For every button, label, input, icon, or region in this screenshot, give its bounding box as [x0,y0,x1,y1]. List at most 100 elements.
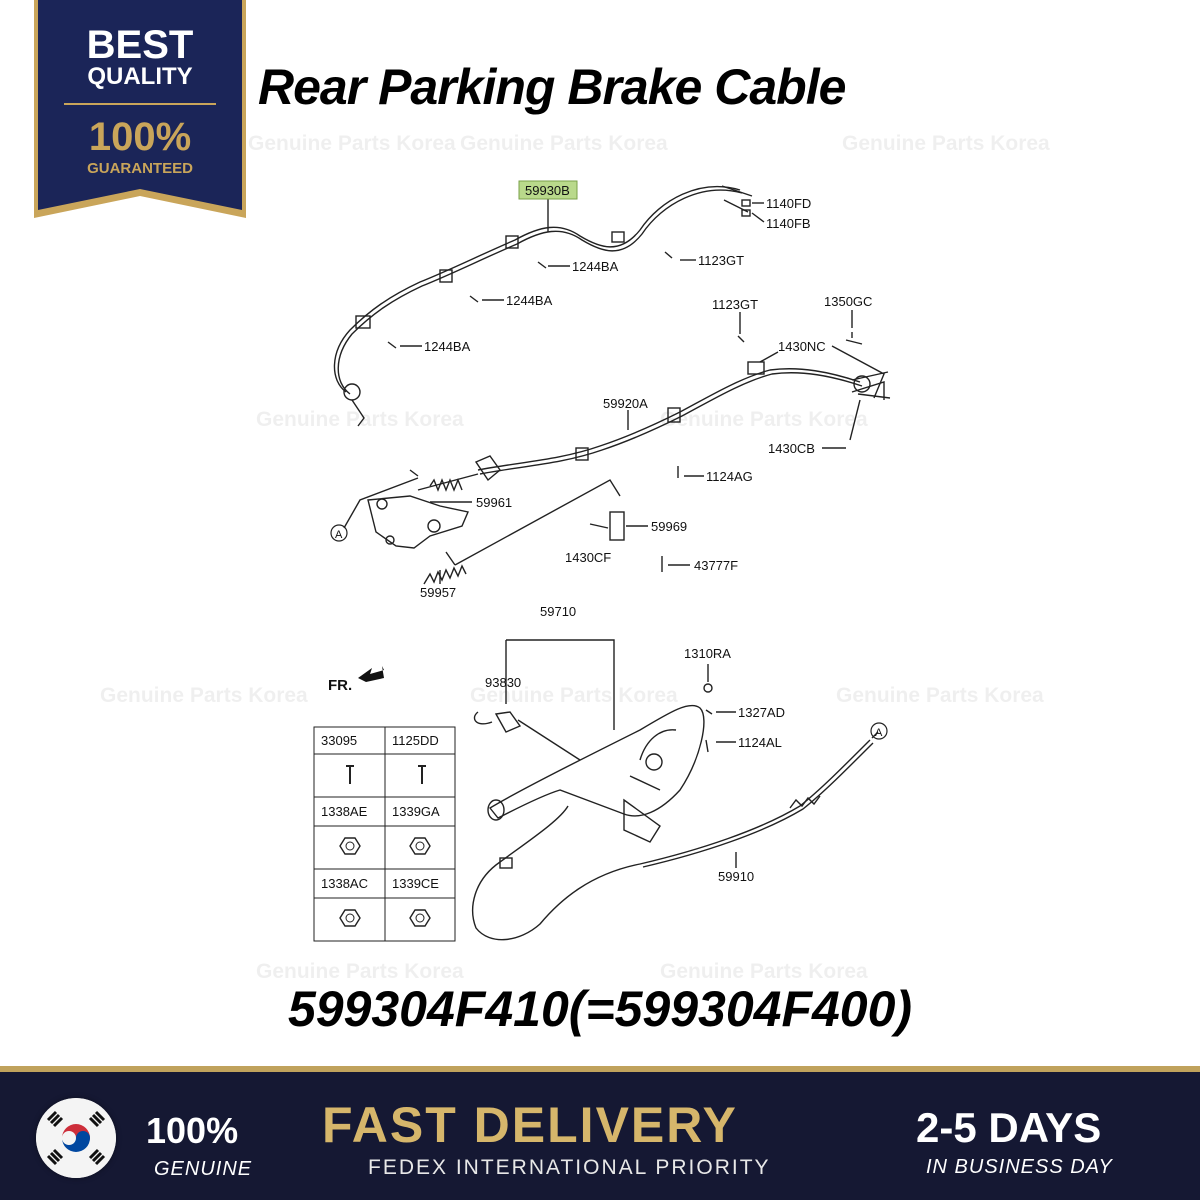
table-cell-code: 33095 [321,733,357,748]
equalizer-59961 [474,455,501,482]
table-cell-code: 1338AE [321,804,368,819]
cable-end-bracket [351,399,365,427]
genuine-percent: 100% [146,1110,239,1151]
highlight-box [518,180,578,200]
leader [759,345,885,399]
part-59969 [609,511,625,541]
badge-line-best: BEST [87,23,194,67]
nut-icon [345,841,355,851]
switch-wire [473,711,493,725]
cable-59930b [333,186,741,393]
bracket-hole [427,519,441,533]
nut-icon [409,837,431,855]
cable-end-lower [851,381,885,400]
front-arrow-icon [358,666,384,682]
spring-rod [417,473,479,491]
footer-gold-line [0,1066,1200,1072]
fastener-table [313,726,456,942]
lever-base [623,798,661,843]
table-cell-code: 1339CE [392,876,439,891]
watermark: Genuine Parts Korea [460,132,668,155]
nut-icon [415,841,425,851]
leader [751,212,765,223]
label-1123gt: 1123GT [698,253,744,268]
table-cell-code: 1338AC [321,876,368,891]
cable-clip [747,361,765,375]
cable-clip [499,857,513,869]
label-59920a: 59920A [603,396,648,411]
nut-1310ra [703,683,713,693]
front-direction-label: FR. [328,677,352,694]
part-number: 599304F410(=599304F400) [287,981,913,1037]
watermark: Genuine Parts Korea [660,408,868,431]
lever-grip-end [487,799,505,821]
cable-clip [575,447,589,461]
quality-badge: BEST QUALITY 100% GUARANTEED [34,0,246,218]
cable-clip [667,407,681,423]
label-93830: 93830 [485,675,521,690]
table-cell-code: 1339GA [392,804,440,819]
label-1350gc: 1350GC [824,294,872,309]
label-59930b: 59930B [525,183,570,198]
label-1244ba: 1244BA [506,293,553,308]
page-title: Rear Parking Brake Cable [258,59,846,115]
label-1244ba: 1244BA [424,339,471,354]
label-1140fd: 1140FD [766,196,811,211]
watermark: Genuine Parts Korea [256,960,464,983]
bolt-1140fd [741,199,751,207]
cable-59910-outer [642,742,874,868]
bolt-1327ad [705,709,713,715]
label-1310ra: 1310RA [684,646,731,661]
cable-clip [611,231,625,243]
bolt-1244ba [387,341,397,349]
cable-clip [355,315,371,329]
nut-icon [339,837,361,855]
cable-spring [789,795,821,809]
cable-59920a-outer [479,372,863,475]
nut-icon [339,909,361,927]
cable-59930b-outer [337,189,743,395]
screw-icon [346,765,354,784]
nut-icon [409,909,431,927]
label-59957: 59957 [420,585,456,600]
bolt-1124al [705,739,709,753]
badge-line-guaranteed: GUARANTEED [87,160,193,177]
bracket-hole [385,535,395,545]
label-1430nc: 1430NC [778,339,826,354]
nut-icon [415,913,425,923]
bolt-1123gt [664,251,673,259]
ref-a-label: A [875,727,883,739]
footer-banner: 100% GENUINE FAST DELIVERY FEDEX INTERNA… [0,1066,1200,1200]
leader-bracket [445,479,621,566]
ref-circle-a [330,524,348,542]
label-1124al: 1124AL [738,735,782,750]
spring-59957 [423,564,467,585]
bolt-1244ba [469,295,479,303]
watermark: Genuine Parts Korea [256,408,464,431]
nut-1350gc [845,332,863,345]
switch-93830 [494,711,522,733]
badge-line-percent: 100% [89,115,191,159]
ref-circle-a [870,722,888,740]
watermark: Genuine Parts Korea [836,684,1044,707]
fast-delivery-heading: FAST DELIVERY [322,1097,738,1153]
label-59969: 59969 [651,519,687,534]
screw-icon [418,765,426,784]
cable-59910 [472,739,871,941]
leader-59710 [505,639,615,730]
spring-coil [429,478,463,492]
label-1430cb: 1430CB [768,441,815,456]
genuine-label: GENUINE [154,1158,253,1180]
ref-a-label: A [335,529,343,541]
label-59910: 59910 [718,869,754,884]
label-1140fb: 1140FB [766,216,811,231]
label-1327ad: 1327AD [738,705,785,720]
bolt-1123gt [737,335,745,343]
label-59710: 59710 [540,604,576,619]
leader-ref-a [343,469,419,529]
lever-pivot [645,753,663,771]
ribbon-shape: BEST QUALITY 100% GUARANTEED [34,0,246,218]
nut-icon [345,913,355,923]
watermark: Genuine Parts Korea [248,132,456,155]
